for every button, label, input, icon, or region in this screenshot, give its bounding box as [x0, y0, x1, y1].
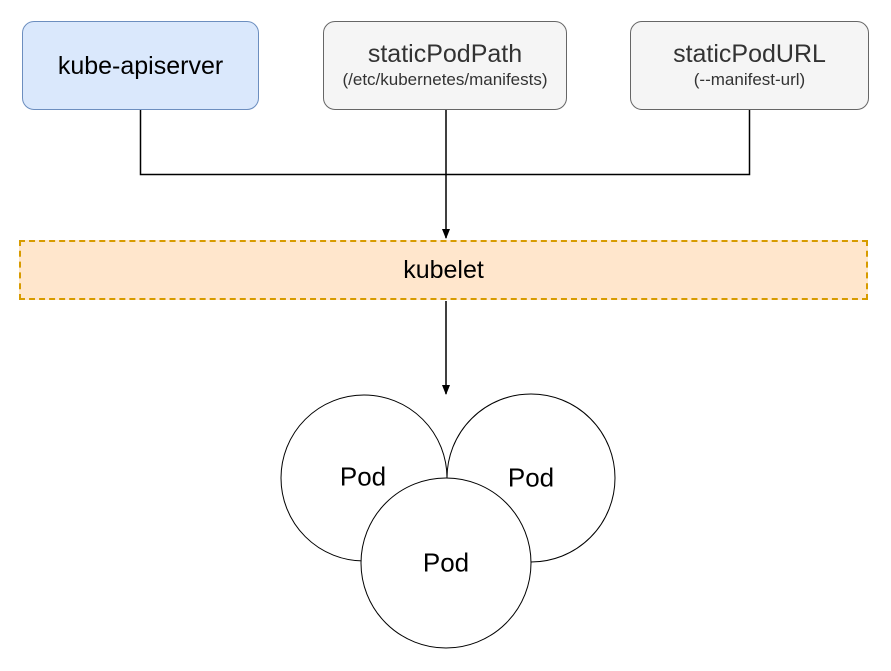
pod-circle-bottom — [360, 477, 532, 649]
pod-right-label: Pod — [507, 462, 555, 493]
pod-bottom-label: Pod — [422, 547, 470, 578]
node-kube-apiserver: kube-apiserver — [22, 21, 259, 110]
node-static-pod-path: staticPodPath (/etc/kubernetes/manifests… — [323, 21, 567, 110]
pod-left-label: Pod — [339, 461, 387, 492]
static-pod-url-sublabel: (--manifest-url) — [693, 70, 806, 90]
static-pod-url-label: staticPodURL — [673, 40, 826, 69]
node-static-pod-url: staticPodURL (--manifest-url) — [630, 21, 869, 110]
node-kubelet: kubelet — [19, 240, 868, 300]
static-pod-path-sublabel: (/etc/kubernetes/manifests) — [342, 70, 548, 90]
kube-apiserver-label: kube-apiserver — [57, 51, 224, 80]
static-pod-path-label: staticPodPath — [367, 40, 523, 69]
connector-elbow-apiserver-staticpodurl — [139, 110, 751, 176]
kubelet-label: kubelet — [403, 256, 484, 284]
